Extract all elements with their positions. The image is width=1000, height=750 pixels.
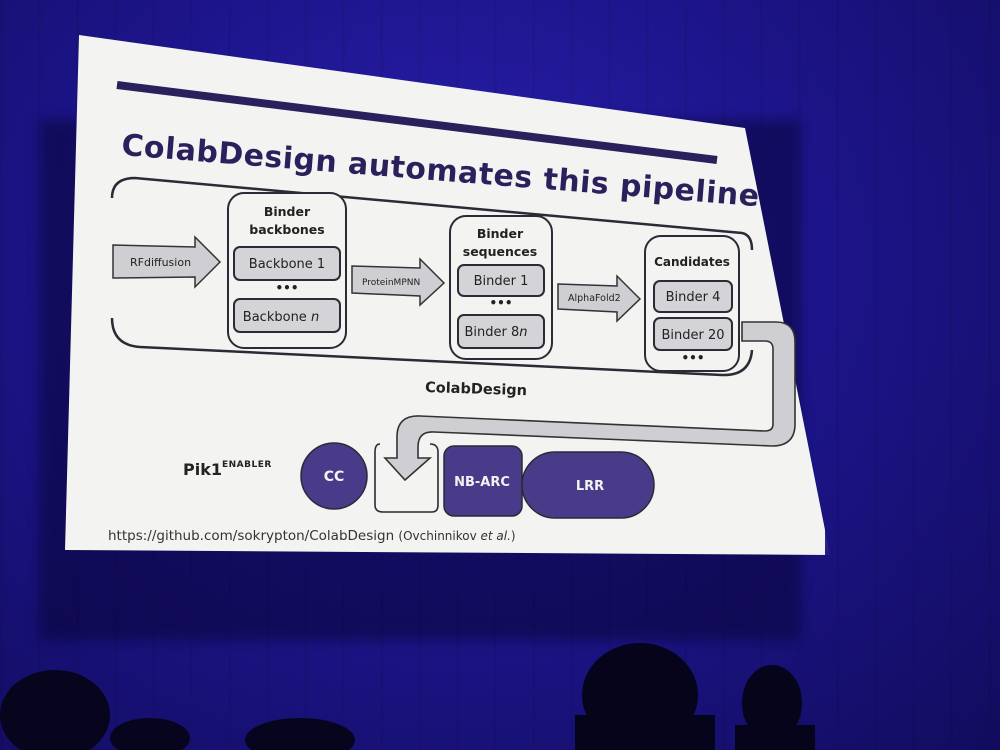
stage2-item-last: Binder 8: [464, 325, 519, 340]
alphafold2-label: AlphaFold2: [568, 293, 621, 304]
stage-binder-sequences: Binder sequences Binder 1 ••• Binder 8n: [449, 215, 553, 360]
domain-cc: [300, 442, 368, 510]
domain-cc-label: CC: [324, 469, 345, 485]
colabdesign-bracket-bottom: [110, 317, 754, 377]
stage2-item-first: Binder 1: [474, 274, 529, 289]
protein-name-text: Pik1: [183, 460, 222, 479]
alphafold2-arrow: AlphaFold2: [557, 274, 642, 323]
citation-close: ): [510, 529, 516, 543]
domain-lrr: [521, 451, 655, 519]
proteinmpnn-arrow: ProteinMPNN: [351, 257, 446, 307]
stage3-ellipsis: •••: [681, 351, 704, 365]
stage1-item-last-var: n: [311, 310, 319, 325]
stage1-ellipsis: •••: [275, 281, 298, 295]
svg-text:Binder 8n: Binder 8n: [464, 325, 527, 340]
domain-lrr-label: LRR: [576, 479, 604, 494]
colabdesign-bracket-top: [110, 176, 754, 251]
stage1-item-last: Backbone: [243, 310, 307, 325]
stage2-ellipsis: •••: [489, 296, 512, 310]
stage2-item-last-var: n: [519, 325, 527, 340]
return-arrow: [383, 321, 796, 482]
reference-line: https://github.com/sokrypton/ColabDesign…: [108, 528, 516, 544]
domain-nb-arc-label: NB-ARC: [454, 475, 510, 490]
svg-text:Backbone n: Backbone n: [243, 310, 319, 325]
stage2-title-line1: Binder: [477, 226, 524, 241]
protein-name: Pik1ENABLER: [183, 460, 272, 479]
protein-name-superscript: ENABLER: [221, 460, 272, 470]
stage3-title: Candidates: [654, 255, 730, 269]
title-rule: [116, 81, 718, 164]
pik1-domain-map: CC NB-ARC LRR: [300, 442, 655, 519]
stage-binder-backbones: Binder backbones Backbone 1 ••• Backbone…: [227, 192, 347, 349]
stage3-item-second: Binder 20: [661, 328, 724, 343]
reference-url: https://github.com/sokrypton/ColabDesign: [108, 528, 395, 544]
stage-candidates: Candidates Binder 4 Binder 20 •••: [644, 235, 740, 372]
insertion-site-bracket: [374, 443, 439, 513]
stage1-item-first: Backbone 1: [249, 257, 325, 272]
citation-open: (Ovchinnikov: [398, 529, 481, 543]
stage2-title-line2: sequences: [463, 244, 537, 259]
proteinmpnn-label: ProteinMPNN: [362, 278, 420, 288]
stage1-title-line2: backbones: [249, 222, 324, 237]
rfdiffusion-arrow: RFdiffusion: [112, 235, 222, 289]
citation-italic: et al.: [480, 529, 511, 543]
colabdesign-label: ColabDesign: [425, 380, 527, 399]
reference-citation: (Ovchinnikov et al.): [398, 529, 515, 543]
stage1-title-line1: Binder: [264, 204, 311, 219]
rfdiffusion-label: RFdiffusion: [130, 256, 191, 269]
stage3-item-first: Binder 4: [666, 290, 721, 305]
